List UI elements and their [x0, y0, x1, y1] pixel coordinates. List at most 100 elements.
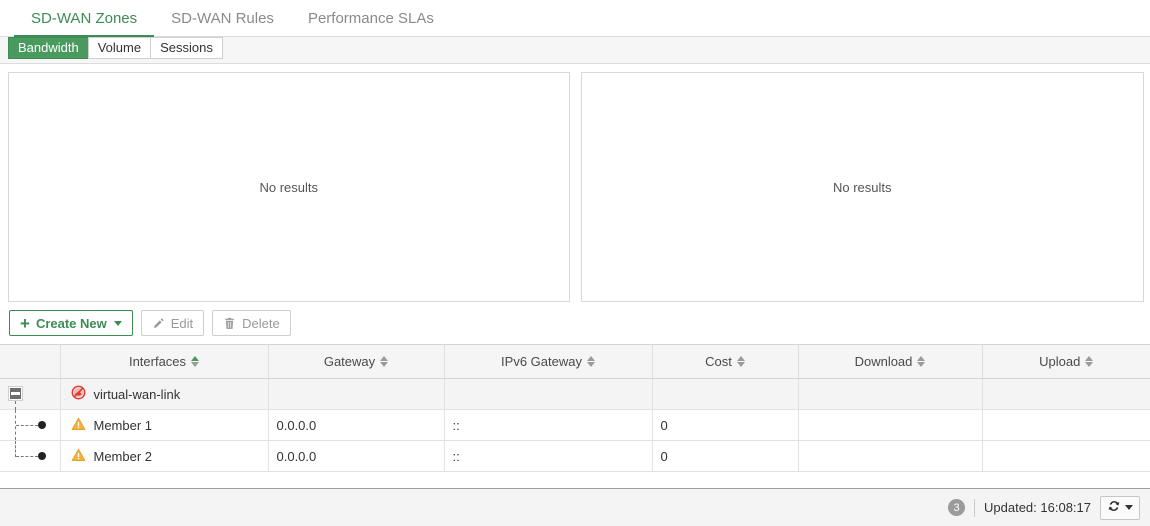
edit-label: Edit [170, 315, 194, 331]
table-row[interactable]: Member 1 0.0.0.0 :: 0 [0, 409, 1150, 441]
sdwan-interfaces-table: Interfaces Gateway IPv6 Gateway [0, 344, 1150, 472]
right-panel-empty-message: No results [832, 179, 892, 195]
column-header-gateway-label: Gateway [323, 354, 376, 369]
bandwidth-chart-panel-left: No results [8, 72, 570, 302]
refresh-button[interactable] [1100, 495, 1140, 520]
interface-name-cell: virtual-wan-link [60, 378, 269, 410]
status-bar: 3 Updated: 16:08:17 [0, 488, 1150, 526]
interface-name-cell: Member 1 [60, 409, 269, 441]
delete-button[interactable]: Delete [212, 310, 291, 336]
ipv6-gateway-cell: :: [444, 409, 653, 441]
status-count-badge: 3 [948, 499, 966, 516]
sort-icon-ascending[interactable] [191, 356, 200, 367]
column-header-cost-label: Cost [705, 354, 732, 369]
column-header-cost[interactable]: Cost [652, 344, 799, 379]
column-header-download[interactable]: Download [798, 344, 983, 379]
trash-icon [223, 317, 236, 330]
column-header-upload[interactable]: Upload [982, 344, 1150, 379]
column-header-ipv6-gateway-label: IPv6 Gateway [501, 354, 582, 369]
warning-triangle-icon [71, 417, 86, 434]
view-mode-volume-label: Volume [97, 40, 142, 55]
delete-label: Delete [242, 315, 280, 331]
upload-cell [982, 440, 1150, 472]
column-header-download-label: Download [854, 354, 913, 369]
tab-sdwan-rules[interactable]: SD-WAN Rules [154, 0, 291, 36]
refresh-icon [1107, 499, 1121, 516]
ipv6-gateway-cell [444, 378, 653, 410]
sort-icon[interactable] [380, 356, 389, 367]
tree-branch-cell [0, 409, 61, 441]
edit-button[interactable]: Edit [140, 310, 205, 336]
interface-name-label: virtual-wan-link [93, 386, 181, 402]
pencil-icon [152, 317, 165, 330]
tab-performance-slas[interactable]: Performance SLAs [291, 0, 451, 36]
ipv6-gateway-cell: :: [444, 440, 653, 472]
content-spacer [0, 472, 1150, 488]
gateway-cell: 0.0.0.0 [268, 440, 445, 472]
gateway-cell: 0.0.0.0 [268, 409, 445, 441]
column-header-upload-label: Upload [1039, 354, 1081, 369]
sort-icon[interactable] [586, 356, 595, 367]
interface-name-label: Member 1 [93, 417, 153, 433]
tree-node-dot [38, 421, 46, 429]
chart-panels: No results No results [0, 64, 1150, 302]
gateway-cell [268, 378, 445, 410]
tree-connector-line [15, 401, 16, 410]
column-header-interfaces-label: Interfaces [128, 354, 187, 369]
last-updated-label: Updated: 16:08:17 [984, 500, 1091, 515]
tree-connector-line [15, 441, 16, 457]
download-cell [798, 378, 983, 410]
tree-branch-cell [0, 440, 61, 472]
status-divider [974, 498, 976, 517]
tab-sdwan-zones-label: SD-WAN Zones [31, 9, 138, 27]
upload-cell [982, 378, 1150, 410]
cost-cell: 0 [652, 409, 799, 441]
chevron-down-icon [113, 320, 122, 326]
tree-connector-line [15, 410, 16, 440]
tab-sdwan-rules-label: SD-WAN Rules [171, 9, 274, 27]
download-cell [798, 440, 983, 472]
sdwan-interfaces-table-wrapper: Interfaces Gateway IPv6 Gateway [0, 344, 1150, 472]
collapse-minus-icon[interactable] [8, 386, 23, 401]
sort-icon[interactable] [1085, 356, 1094, 367]
download-cell [798, 409, 983, 441]
bandwidth-chart-panel-right: No results [580, 72, 1144, 302]
table-row[interactable]: virtual-wan-link [0, 378, 1150, 410]
view-mode-sessions-label: Sessions [160, 40, 213, 55]
left-panel-empty-message: No results [259, 179, 319, 195]
tree-toggle-cell[interactable] [0, 378, 61, 410]
column-header-ipv6-gateway[interactable]: IPv6 Gateway [444, 344, 653, 379]
plus-icon: + [20, 313, 30, 333]
top-tab-bar: SD-WAN Zones SD-WAN Rules Performance SL… [0, 0, 1150, 37]
tree-connector-branch [16, 425, 38, 426]
interface-name-cell: Member 2 [60, 440, 269, 472]
interface-name-label: Member 2 [93, 448, 153, 464]
cost-cell [652, 378, 799, 410]
table-header-row: Interfaces Gateway IPv6 Gateway [0, 344, 1150, 379]
sort-icon[interactable] [736, 356, 745, 367]
table-body: virtual-wan-link [0, 378, 1150, 472]
view-mode-volume[interactable]: Volume [87, 37, 151, 59]
warning-triangle-icon [71, 448, 86, 465]
view-mode-sessions[interactable]: Sessions [150, 37, 223, 59]
cost-cell: 0 [652, 440, 799, 472]
column-header-gateway[interactable]: Gateway [268, 344, 445, 379]
tab-sdwan-zones[interactable]: SD-WAN Zones [14, 0, 155, 37]
tab-performance-slas-label: Performance SLAs [307, 9, 434, 27]
table-header: Interfaces Gateway IPv6 Gateway [0, 344, 1150, 379]
view-mode-button-group: Bandwidth Volume Sessions [8, 37, 223, 59]
tree-connector-branch [16, 456, 38, 457]
column-header-interfaces[interactable]: Interfaces [60, 344, 269, 379]
view-mode-bar: Bandwidth Volume Sessions [0, 37, 1150, 64]
sort-icon[interactable] [917, 356, 926, 367]
column-header-tree [0, 344, 61, 379]
view-mode-bandwidth-label: Bandwidth [18, 40, 79, 55]
tree-node-dot [38, 452, 46, 460]
table-row[interactable]: Member 2 0.0.0.0 :: 0 [0, 440, 1150, 472]
create-new-label: Create New [35, 315, 107, 331]
chevron-down-icon [1125, 505, 1133, 510]
view-mode-bandwidth[interactable]: Bandwidth [8, 37, 88, 59]
table-toolbar: + Create New Edit Delete [0, 302, 1150, 344]
create-new-button[interactable]: + Create New [9, 310, 133, 336]
